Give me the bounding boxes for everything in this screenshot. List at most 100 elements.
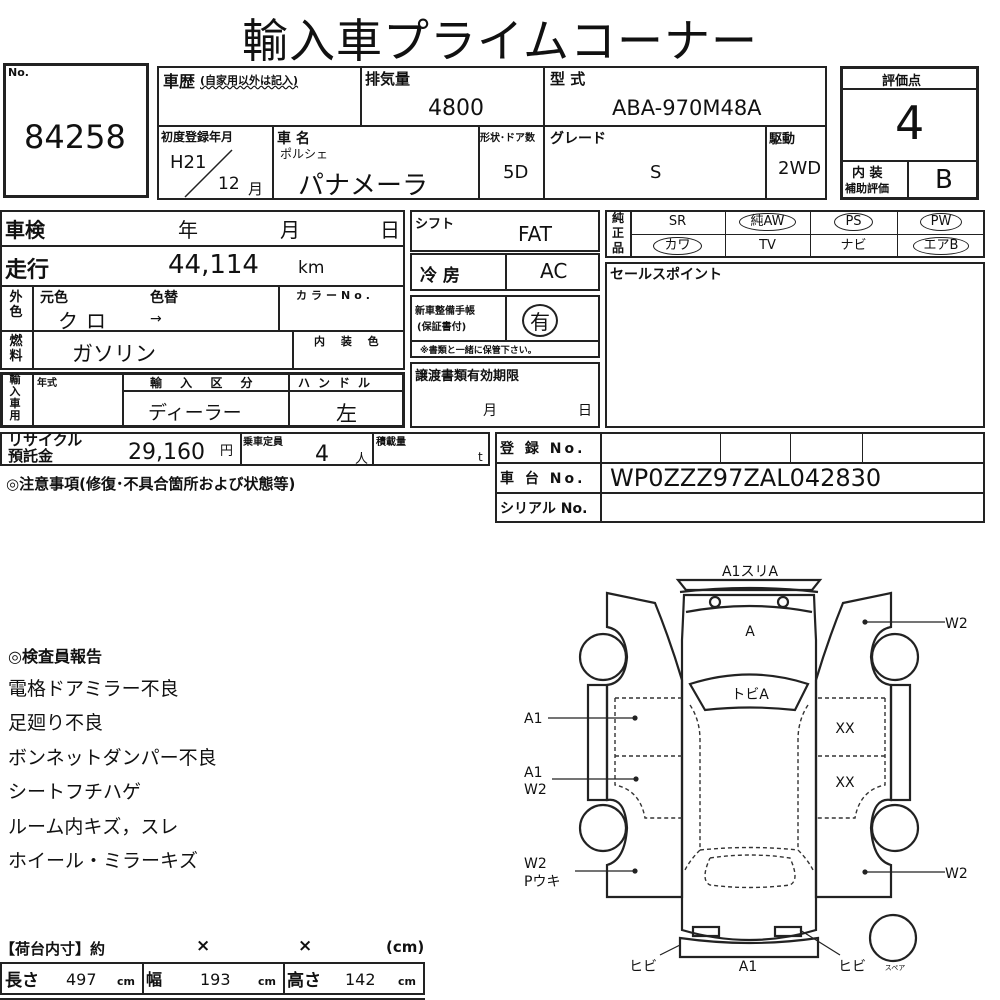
width-value: 193	[200, 970, 231, 989]
left-rear-door-damage-2: W2	[524, 782, 547, 798]
inspection-year: 年	[178, 218, 198, 242]
sales-point-box	[605, 262, 985, 428]
model-code-label: 型 式	[550, 70, 586, 88]
vehicle-info-table	[157, 66, 827, 200]
genuine-option: 純AW	[725, 210, 810, 234]
displacement-label: 排気量	[365, 70, 411, 88]
windshield-damage: トビA	[731, 687, 769, 703]
inspection-block	[0, 210, 405, 370]
record-book-label: 新車整備手帳	[415, 306, 475, 317]
interior-score-value: B	[935, 165, 953, 195]
mileage-unit: km	[298, 258, 325, 278]
genuine-option-label: PW	[919, 213, 963, 231]
serial-number-label: シリアル No.	[500, 501, 588, 517]
lot-label: No.	[8, 66, 29, 79]
genuine-option-label: エアB	[912, 237, 970, 255]
right-front-door-damage: XX	[835, 721, 855, 737]
score-box	[840, 66, 979, 200]
genuine-option-label: SR	[668, 214, 687, 229]
tail-light-right	[773, 925, 803, 938]
import-label: 輸入車用	[9, 373, 21, 422]
report-item: ボンネットダンパー不良	[8, 747, 217, 769]
import-class-label: 輸 入 区 分	[150, 376, 260, 390]
right-rear-fender-damage: W2	[945, 866, 968, 882]
load-label: 積載量	[376, 437, 406, 448]
interior-score-sublabel: 補助評価	[845, 182, 889, 195]
genuine-option: SR	[630, 210, 725, 234]
sales-point-label: セールスポイント	[610, 267, 722, 283]
genuine-option: エアB	[897, 234, 985, 258]
first-reg-month: 12	[218, 174, 240, 194]
report-item: 電格ドアミラー不良	[8, 678, 179, 700]
headlight-right	[776, 595, 790, 609]
exterior-label: 外色	[9, 290, 23, 320]
mileage-label: 走行	[5, 258, 50, 283]
sheet-title: 輸入車プライムコーナー	[241, 14, 759, 68]
transfer-docs-label: 譲渡書類有効期限	[415, 369, 520, 384]
ac-value: AC	[540, 259, 568, 283]
record-book-value: 有	[522, 304, 558, 337]
car-name-value: パナメーラ	[298, 171, 429, 201]
wheel-rear-left	[578, 803, 628, 853]
inspector-report-heading: ◎検査員報告	[8, 647, 102, 666]
score-label: 評価点	[882, 74, 922, 89]
body-value: 5D	[503, 162, 529, 183]
width-unit: cm	[258, 975, 276, 988]
model-year-label: 年式	[37, 378, 57, 389]
genuine-option: PS	[810, 210, 897, 234]
history-note: (自家用以外は記入)	[200, 74, 299, 87]
genuine-option: カワ	[630, 234, 725, 258]
right-front-fender-damage: W2	[945, 616, 968, 632]
left-tail-light-damage: ヒビ	[629, 959, 657, 975]
genuine-option-label: PS	[834, 213, 873, 231]
width-label: 幅	[146, 970, 163, 989]
genuine-option-label: TV	[759, 238, 776, 253]
genuine-option-label: カワ	[653, 237, 702, 255]
cargo-heading: 【荷台内寸】約	[0, 940, 106, 958]
transfer-day: 日	[578, 403, 592, 419]
length-label: 長さ	[5, 971, 39, 991]
spare-label: スペア	[885, 964, 906, 972]
first-reg-label: 初度登録年月	[161, 130, 234, 144]
genuine-label: 純正品	[611, 211, 624, 255]
recycle-unit: 円	[220, 444, 234, 459]
tail-light-left	[691, 925, 721, 938]
front-bumper-shape	[675, 578, 823, 592]
fuel-value: ガソリン	[72, 342, 156, 366]
height-unit: cm	[398, 975, 416, 988]
registration-number-label: 登 録 No.	[500, 441, 586, 457]
registration-table	[495, 432, 985, 523]
transfer-docs-box	[410, 362, 600, 428]
displacement-value: 4800	[428, 96, 484, 121]
lot-number: 84258	[24, 118, 126, 156]
body-label: 形状･ドア数	[480, 133, 535, 144]
record-book-note: ※書類と一緒に保管下さい。	[420, 346, 537, 356]
headlight-left	[708, 595, 722, 609]
chassis-number-value: WP0ZZZ97ZAL042830	[610, 464, 882, 492]
orig-color-label: 元色	[40, 290, 68, 306]
right-sill	[889, 683, 912, 802]
genuine-option-label: 純AW	[739, 213, 796, 231]
handle-value: 左	[336, 402, 357, 426]
genuine-option: ナビ	[810, 234, 897, 258]
shift-label: シフト	[415, 217, 455, 232]
shift-box	[410, 210, 600, 252]
ac-label: 冷 房	[420, 266, 460, 286]
height-value: 142	[345, 970, 376, 989]
right-tail-light-damage: ヒビ	[838, 959, 866, 975]
model-code-value: ABA-970M48A	[612, 96, 762, 120]
wheel-front-right	[870, 632, 920, 682]
drive-value: 2WD	[778, 158, 822, 179]
recycle-value: 29,160	[128, 440, 205, 465]
car-body-shape	[680, 593, 818, 942]
capacity-value: 4	[315, 442, 329, 467]
cargo-unit: (cm)	[386, 938, 425, 956]
mileage-value: 44,114	[168, 250, 259, 280]
dimensions-table	[0, 962, 425, 995]
import-class-value: ディーラー	[148, 402, 242, 424]
load-unit: t	[478, 450, 483, 464]
front-bumper-damage: A1スリA	[722, 564, 778, 580]
interior-color-label: 内 装 色	[314, 335, 385, 348]
left-rear-fender-damage: W2	[524, 856, 547, 872]
